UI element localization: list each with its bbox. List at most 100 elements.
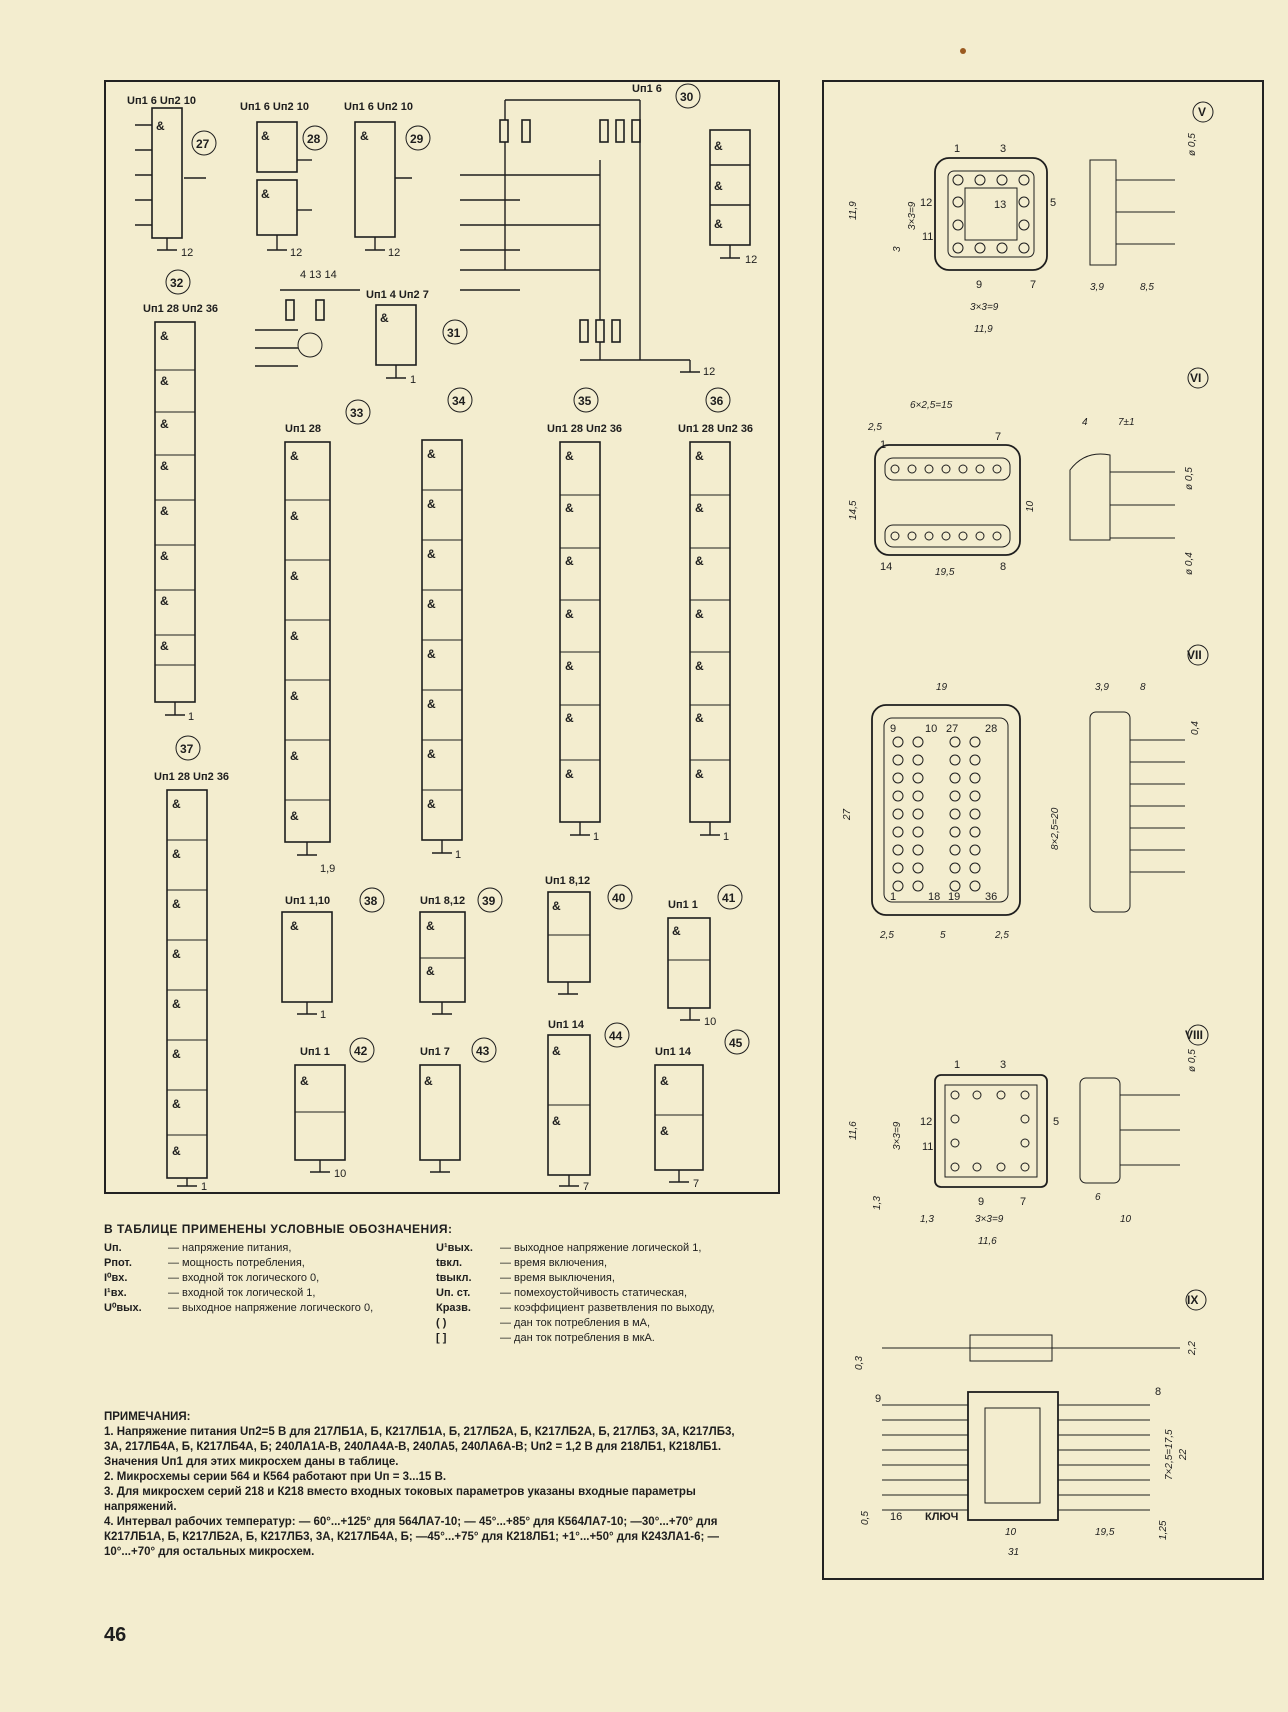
legend-text: — время включения,: [500, 1257, 607, 1269]
pin-pad: [892, 754, 904, 766]
dimension-label: 7±1: [1118, 417, 1135, 428]
package-vi: VI 6×2,5=15 2,5 14,5 19,5 10 1 7 8 14 4 …: [848, 367, 1209, 578]
dimension-label: 22: [1178, 1448, 1189, 1461]
legend-item: U⁰вых.— выходное напряжение логического …: [104, 1301, 412, 1316]
gate-symbol: &: [160, 417, 169, 431]
pin-pad: [949, 844, 961, 856]
gate-symbol: &: [427, 747, 436, 761]
diagram-40: Uп1 8,12 40 &: [545, 875, 633, 995]
pin-label: 9: [890, 723, 896, 735]
supply-label: Uп1 1,10: [285, 895, 330, 907]
supply-label: Uп1 6: [632, 83, 662, 95]
legend-right-column: U¹вых.— выходное напряжение логической 1…: [436, 1241, 744, 1346]
gate-symbol: &: [160, 504, 169, 518]
gate-symbol: &: [160, 594, 169, 608]
dimension-label: 0,5: [860, 1511, 871, 1525]
gate-symbol: &: [290, 629, 299, 643]
dimension-label: 0,4: [1190, 721, 1201, 735]
diagram-number: 28: [307, 132, 321, 146]
diagram-number: 45: [729, 1036, 743, 1050]
pin-pad: [892, 736, 904, 748]
gate-symbol: &: [160, 549, 169, 563]
diagram-number: 37: [180, 742, 194, 756]
pin-label: 7: [583, 1181, 589, 1193]
legend-text: — входной ток логического 0,: [168, 1272, 320, 1284]
legend-text: — помехоустойчивость статическая,: [500, 1287, 688, 1299]
legend-item: I⁰вх.— входной ток логического 0,: [104, 1271, 412, 1286]
gate-symbol: &: [427, 797, 436, 811]
pin-pad: [912, 844, 924, 856]
gate-symbol: &: [565, 501, 574, 515]
supply-label: Uп1 28 Uп2 36: [547, 423, 622, 435]
dimension-label: ø 0,4: [1184, 552, 1195, 575]
dimension-label: 3,9: [1090, 282, 1104, 293]
dimension-label: 27: [842, 808, 853, 821]
legend-item: Uп.— напряжение питания,: [104, 1241, 412, 1256]
gate-symbol: &: [172, 797, 181, 811]
pin-label: 1: [201, 1181, 207, 1193]
gate-symbol: &: [300, 1074, 309, 1088]
supply-label: Uп1 14: [548, 1019, 585, 1031]
gate-symbol: &: [695, 659, 704, 673]
gate-symbol: &: [172, 1047, 181, 1061]
diagram-28: Uп1 6 Uп2 10 & & 28 12: [240, 101, 328, 259]
pin-label: 14: [880, 561, 892, 573]
pin-label: 11: [922, 231, 933, 243]
dimension-label: 19,5: [935, 567, 955, 578]
dimension-label: 1,25: [1158, 1520, 1169, 1540]
notes-title: ПРИМЕЧАНИЯ:: [104, 1411, 191, 1423]
gate-symbol: &: [424, 1074, 433, 1088]
diagram-31: 4 13 14 Uп1 4 Uп2 7 & 31 1: [255, 269, 468, 386]
gate-symbol: &: [565, 554, 574, 568]
pin-label: 1: [455, 849, 461, 861]
package-v: V 11,9 3×3=9 3 3×3=9 11,9 1 3 5 12 11 13…: [848, 101, 1214, 335]
diagram-number: 38: [364, 894, 378, 908]
gate-symbol: &: [660, 1074, 669, 1088]
gate-symbol: &: [172, 1144, 181, 1158]
gate-symbol: &: [172, 897, 181, 911]
dimension-label: 2,5: [879, 930, 894, 941]
pin-label: 7: [1020, 1196, 1026, 1208]
dimension-label: 1,3: [920, 1214, 934, 1225]
pin-label: 36: [985, 891, 997, 903]
legend-text: — коэффициент разветвления по выходу,: [500, 1302, 715, 1314]
gate-symbol: &: [290, 809, 299, 823]
package-drawings-frame: [822, 80, 1264, 1580]
dimension-label: 3×3=9: [892, 1121, 903, 1150]
legend-text: — дан ток потребления в мА,: [500, 1317, 651, 1329]
gate-symbol: &: [565, 607, 574, 621]
pin-label: 1: [880, 439, 886, 451]
pin-label: 1: [954, 1059, 960, 1071]
diagram-number: 27: [196, 137, 210, 151]
legend-title: В ТАБЛИЦЕ ПРИМЕНЕНЫ УСЛОВНЫЕ ОБОЗНАЧЕНИЯ…: [104, 1222, 453, 1236]
dimension-label: 6×2,5=15: [910, 400, 953, 411]
pin-label: 13: [994, 199, 1006, 211]
pin-label: 1,9: [320, 863, 335, 875]
pin-pad: [949, 880, 961, 892]
pin-label: 1: [320, 1009, 326, 1021]
pin-label: 8: [1000, 561, 1006, 573]
pin-pad: [949, 790, 961, 802]
key-label: КЛЮЧ: [925, 1511, 958, 1523]
pin-label: 18: [928, 891, 940, 903]
gate-symbol: &: [695, 449, 704, 463]
notes: ПРИМЕЧАНИЯ: 1. Напряжение питания Uп2=5 …: [104, 1410, 744, 1560]
legend: В ТАБЛИЦЕ ПРИМЕНЕНЫ УСЛОВНЫЕ ОБОЗНАЧЕНИЯ…: [104, 1222, 744, 1346]
gate-symbol: &: [290, 569, 299, 583]
pin-label: 5: [1053, 1116, 1059, 1128]
dimension-label: 2,5: [994, 930, 1009, 941]
pin-label: 9: [976, 279, 982, 291]
legend-text: — входной ток логической 1,: [168, 1287, 316, 1299]
legend-item: I¹вх.— входной ток логической 1,: [104, 1286, 412, 1301]
gate-symbol: &: [172, 847, 181, 861]
pin-pad: [949, 772, 961, 784]
package-ix: IX 0,3 2,2 9 8 16 КЛЮЧ 7×2,5=17,5 22 0,5…: [854, 1289, 1207, 1558]
pin-pad: [969, 772, 981, 784]
diagram-number: 31: [447, 326, 461, 340]
pin-label: 7: [693, 1178, 699, 1190]
package-vii: VII 19 27 8×2,5=20 2,5 5 2,5 9 10 27 28 …: [842, 644, 1209, 941]
dimension-label: 3×3=9: [970, 302, 999, 313]
pin-pad: [892, 808, 904, 820]
